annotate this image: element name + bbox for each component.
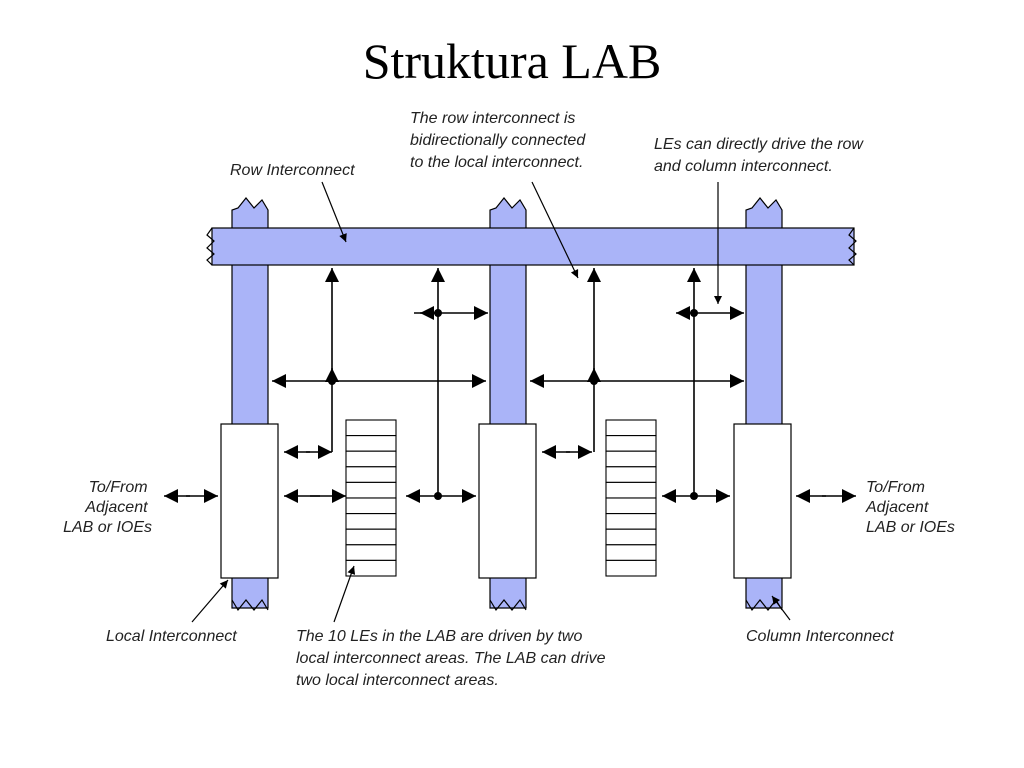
logic-element-cell xyxy=(345,497,397,515)
logic-element-cell xyxy=(605,497,657,515)
local-interconnect-middle xyxy=(478,423,537,579)
logic-element-cell xyxy=(345,435,397,452)
logic-element-cell xyxy=(605,544,657,561)
logic-element-cell xyxy=(605,559,657,577)
logic-element-cell xyxy=(345,544,397,561)
label-column-interconnect: Column Interconnect xyxy=(746,628,894,645)
logic-element-cell xyxy=(605,419,657,437)
logic-element-cell xyxy=(605,481,657,499)
callout-leaders xyxy=(191,181,791,623)
le-stack-left xyxy=(345,419,397,577)
logic-element-cell xyxy=(345,450,397,468)
label-row-bidirectional-note: The row interconnect is bidirectionally … xyxy=(410,110,590,171)
logic-element-cell xyxy=(345,559,397,577)
local-interconnect-left xyxy=(220,423,279,579)
logic-element-cell xyxy=(605,435,657,452)
slide-title: Struktura LAB xyxy=(362,33,662,89)
label-left-adjacent: To/From Adjacent LAB or IOEs xyxy=(63,479,152,536)
logic-element-cell xyxy=(605,513,657,530)
junction-dots xyxy=(328,309,698,500)
label-right-adjacent: To/From Adjacent LAB or IOEs xyxy=(865,479,955,536)
row-interconnect-bar xyxy=(211,227,855,266)
connection-lines xyxy=(164,268,856,503)
label-local-interconnect: Local Interconnect xyxy=(106,628,237,645)
label-les-note: The 10 LEs in the LAB are driven by two … xyxy=(296,628,610,689)
local-interconnect-right xyxy=(733,423,792,579)
logic-element-cell xyxy=(605,450,657,468)
logic-element-cell xyxy=(345,528,397,546)
logic-element-cell xyxy=(605,466,657,483)
logic-element-cell xyxy=(345,419,397,437)
logic-element-cell xyxy=(605,528,657,546)
logic-element-cell xyxy=(345,481,397,499)
le-stack-right xyxy=(605,419,657,577)
logic-element-cell xyxy=(345,466,397,483)
logic-element-cell xyxy=(345,513,397,530)
row-break-left xyxy=(206,227,215,266)
row-break-right xyxy=(848,227,857,266)
label-row-interconnect: Row Interconnect xyxy=(230,162,355,179)
label-les-drive-note: LEs can directly drive the row and colum… xyxy=(654,136,867,175)
